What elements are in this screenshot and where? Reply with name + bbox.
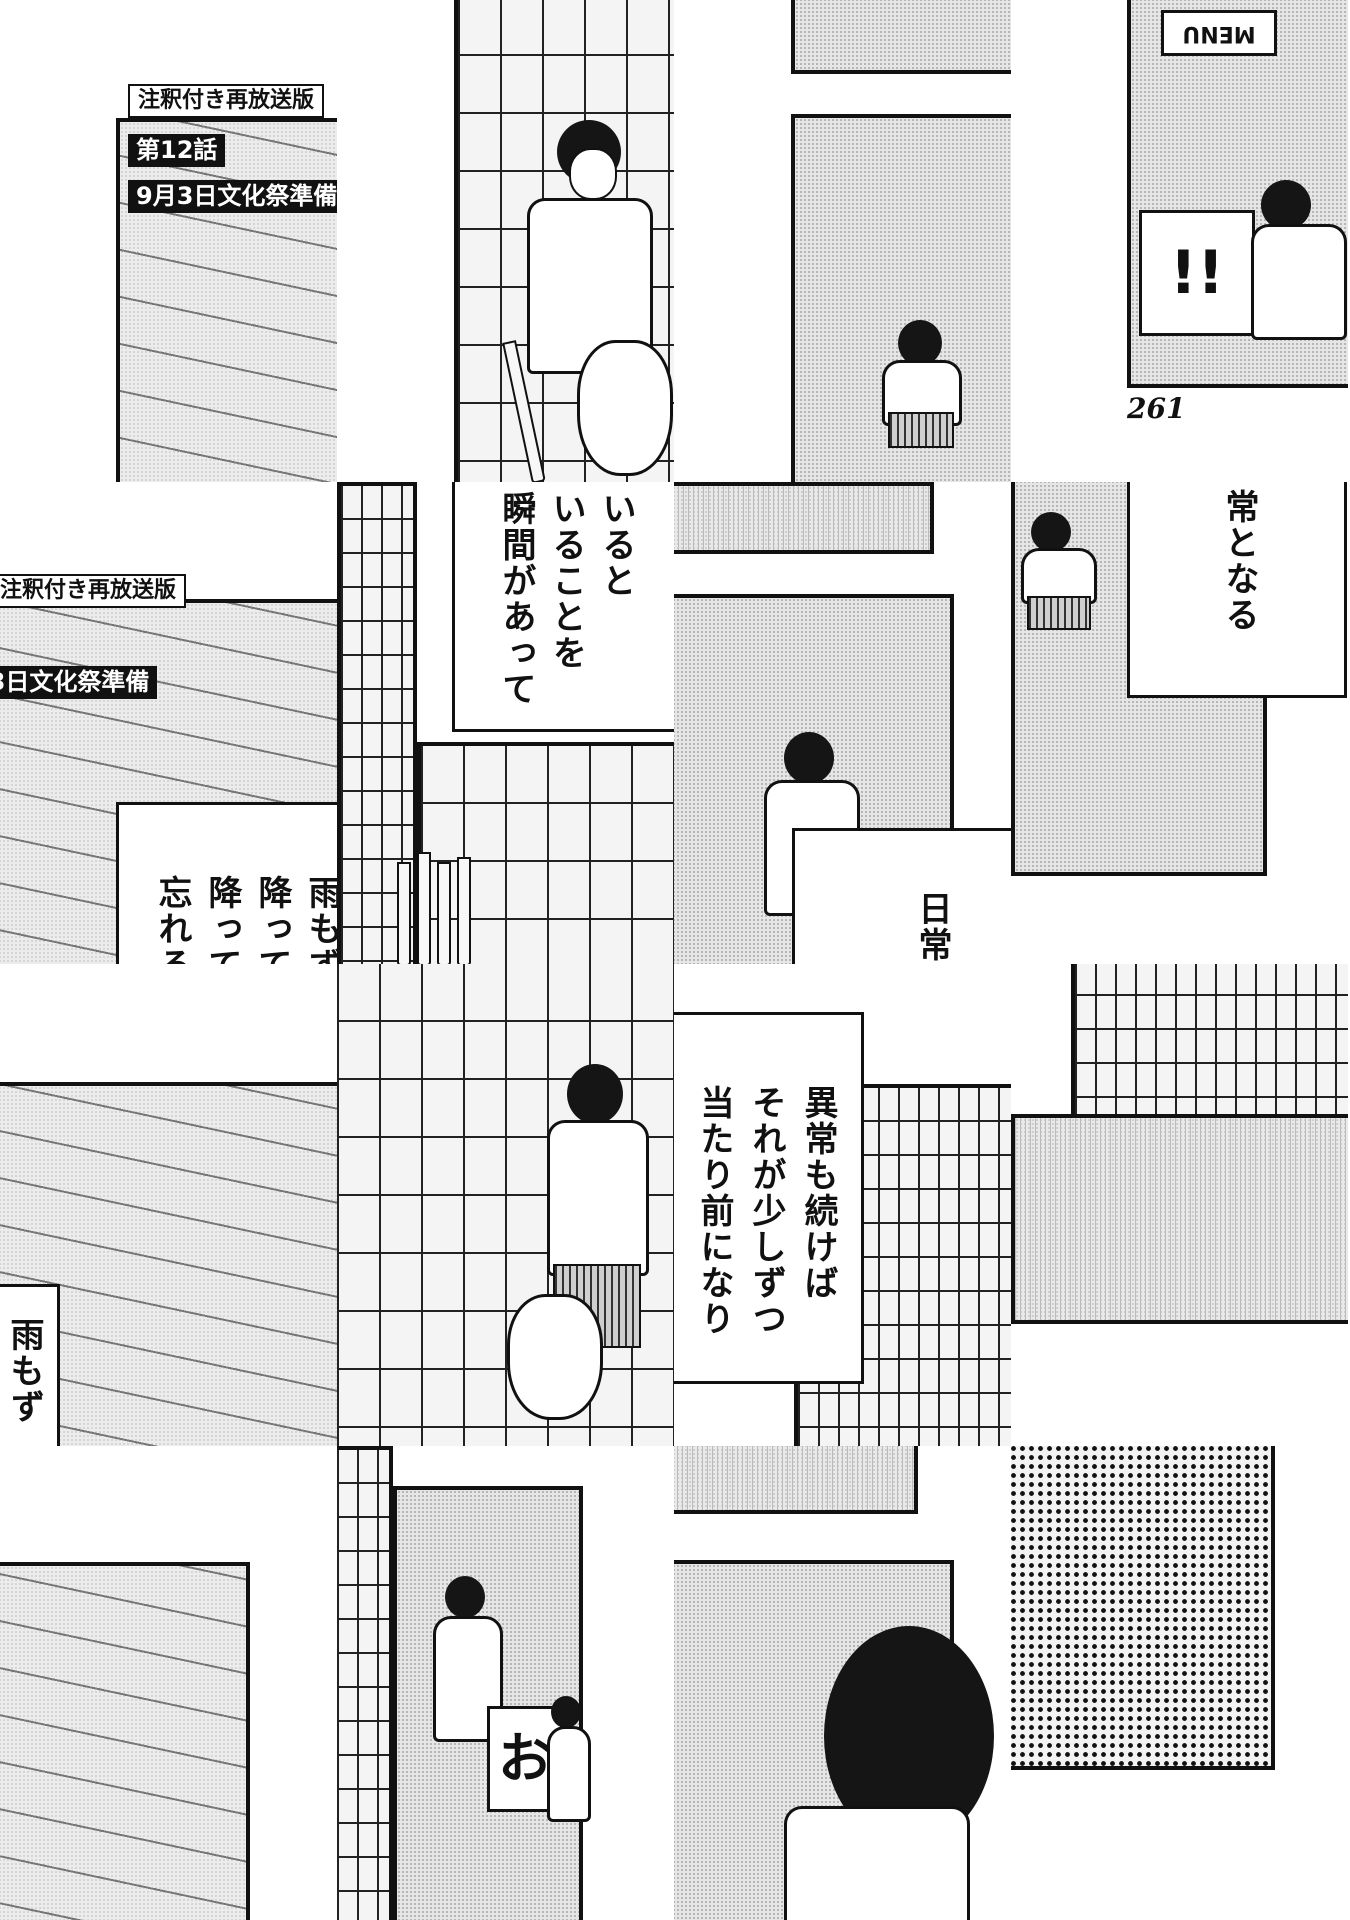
- episode-label: 第12話: [128, 134, 226, 167]
- standing-girl-hair: [567, 1064, 623, 1124]
- narration-moment-c: 瞬間があって: [496, 491, 536, 707]
- tile-empty-entrance: [1011, 964, 1348, 1446]
- tile-floor-detail: [0, 1446, 337, 1920]
- shopping-bag: [577, 340, 673, 476]
- girl-standing: [507, 1064, 657, 1424]
- boy-painting: [1241, 180, 1348, 370]
- narration-daily: 日常: [912, 891, 952, 963]
- helping-boy-shirt: [547, 1726, 591, 1822]
- narration-rain-a: 雨もずっと: [299, 875, 337, 964]
- boy-figure: [502, 120, 673, 482]
- exclaim-sign: !!: [1139, 210, 1255, 336]
- girl-hair: [898, 320, 942, 366]
- rain-fragment-box: 雨もず: [0, 1284, 60, 1446]
- umbrella-2: [417, 852, 431, 964]
- narration-moment-b: いることを: [546, 491, 586, 671]
- squatting-girl-skirt: [1027, 596, 1091, 630]
- date-label-tail: 9月3日文化祭準備: [0, 666, 158, 699]
- narration-abnormal-a: 異常も続けば: [798, 1085, 838, 1301]
- normal-narration-box: 常となる: [1127, 482, 1347, 698]
- reairing-label: 注釈付き再放送版: [128, 84, 325, 119]
- tile-empty-floor: 雨もず: [0, 964, 337, 1446]
- umbrella-4: [457, 857, 471, 964]
- shoe-shelf-panel: [674, 482, 934, 554]
- page-number: 261: [1127, 392, 1186, 425]
- narration-abnormal-c: 当たり前になり: [694, 1085, 734, 1337]
- closeup-dots-panel: [1011, 1446, 1275, 1770]
- shoe-rack-panel: [674, 1446, 918, 1514]
- girl-skirt: [888, 412, 954, 448]
- entrance-lockers-panel: [1071, 964, 1348, 1118]
- boy-helping: [547, 1696, 591, 1846]
- date-label: 9月3日文化祭準備: [128, 180, 337, 213]
- reairing-label-tail: 注釈付き再放送版: [0, 574, 187, 609]
- narration-rain-d: 忘れる: [152, 875, 192, 964]
- tile-moment-narration: いると いることを 瞬間があって: [337, 482, 674, 964]
- tile-girl-back-view: [674, 1446, 1011, 1920]
- girl-back-shirt: [784, 1806, 970, 1920]
- tile-boy-at-lockers: [337, 0, 674, 482]
- entrance-floor-panel: [1011, 1114, 1348, 1324]
- walking-boy-hair: [784, 732, 834, 784]
- tile-girl-on-floor: [674, 0, 1011, 482]
- tile-rain-narration: 注釈付き再放送版 9月3日文化祭準備 雨もずっと 降って 降って 忘れる: [0, 482, 337, 964]
- narration-normal: 常となる: [1219, 489, 1259, 633]
- moment-narration-box: いると いることを 瞬間があって: [452, 482, 674, 732]
- tile-boy-walking: 日常: [674, 482, 1011, 964]
- umbrella-1: [397, 862, 411, 964]
- tile-girl-at-lockers: [337, 964, 674, 1446]
- standing-girl-shirt: [547, 1120, 649, 1276]
- narration-rain-b: 降って: [252, 875, 292, 964]
- rain-narration-box: 雨もずっと 降って 降って 忘れる: [116, 802, 337, 964]
- daily-narration-box: 日常: [792, 828, 1011, 964]
- narration-abnormal-b: それが少しずつ: [746, 1085, 786, 1337]
- boy-face: [569, 148, 617, 200]
- boy-carrying: [427, 1576, 507, 1886]
- side-lockers-panel-2: [337, 1446, 393, 1920]
- umbrella-3: [437, 862, 451, 964]
- title-panel: [116, 118, 337, 482]
- painting-boy-shirt: [1251, 224, 1347, 340]
- carrying-boy-hair: [445, 1576, 485, 1618]
- narration-rain-e: 雨もず: [4, 1317, 44, 1425]
- umbrella-stand-panel: [417, 742, 674, 964]
- tile-poster-making: MENU !! 261: [1011, 0, 1348, 482]
- tile-title-card: 注釈付き再放送版 第12話 9月3日文化祭準備: [0, 0, 337, 482]
- girl-kneeling: [874, 320, 964, 460]
- narration-moment-a: いると: [596, 491, 636, 599]
- tile-carrying-sign: お: [337, 1446, 674, 1920]
- tile-abnormal-narration: 異常も続けば それが少しずつ 当たり前になり: [674, 964, 1011, 1446]
- tile-normal-narration: 常となる: [1011, 482, 1348, 964]
- tile-closeup: [1011, 1446, 1348, 1920]
- girl-shopping-bag: [507, 1294, 603, 1420]
- painting-boy-hair: [1261, 180, 1311, 230]
- abnormal-narration-box: 異常も続けば それが少しずつ 当たり前になり: [674, 1012, 864, 1384]
- helping-boy-hair: [551, 1696, 581, 1728]
- menu-sign: MENU: [1161, 10, 1277, 56]
- floor-detail-panel: [0, 1562, 250, 1920]
- narration-rain-c: 降って: [202, 875, 242, 964]
- girl-squatting: [1021, 512, 1101, 642]
- squatting-girl-hair: [1031, 512, 1071, 552]
- top-strip-panel: [791, 0, 1011, 74]
